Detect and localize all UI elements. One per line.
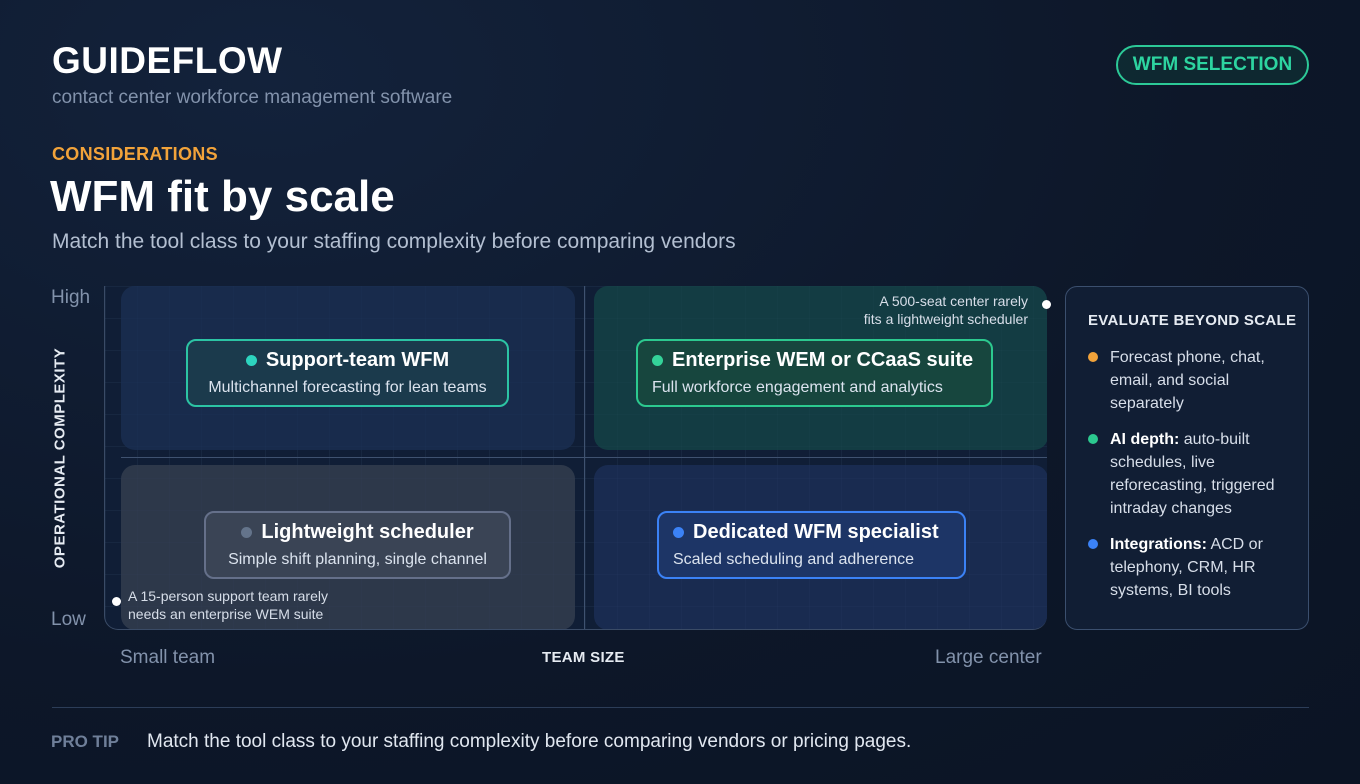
card-enterprise-wem-title: Enterprise WEM or CCaaS suite	[672, 349, 974, 371]
card-lightweight-scheduler-head: Lightweight scheduler	[241, 521, 474, 544]
wfm-selection-badge: WFM SELECTION	[1116, 45, 1309, 85]
card-enterprise-wem: Enterprise WEM or CCaaS suite Full workf…	[636, 339, 993, 407]
card-support-team-wfm: Support-team WFM Multichannel forecastin…	[186, 339, 509, 407]
panel-item-integrations: Integrations: ACD or telephony, CRM, HR …	[1088, 533, 1298, 602]
blue-dot-icon	[673, 527, 684, 538]
orange-dot-icon	[1088, 352, 1098, 362]
annotation-top-right-marker	[1042, 300, 1051, 309]
panel-item-ai-depth: AI depth: auto-built schedules, live ref…	[1088, 428, 1298, 520]
teal-dot-icon	[245, 355, 257, 366]
card-support-team-wfm-head: Support-team WFM	[245, 349, 450, 372]
eyebrow-label: CONSIDERATIONS	[52, 144, 218, 164]
x-axis-left-label: Small team	[120, 647, 216, 668]
annotation-top-right-line2: fits a lightweight scheduler	[863, 311, 1028, 327]
page-subtitle: Match the tool class to your staffing co…	[52, 230, 736, 253]
annotation-bottom-left-line2: needs an enterprise WEM suite	[128, 606, 324, 622]
pro-tip-label: PRO TIP	[51, 732, 120, 751]
panel-item-channels-text: Forecast phone, chat, email, and social …	[1110, 346, 1298, 415]
card-lightweight-scheduler-description: Simple shift planning, single channel	[228, 551, 487, 568]
card-enterprise-wem-description: Full workforce engagement and analytics	[652, 379, 943, 396]
y-axis-high-label: High	[51, 287, 91, 308]
card-lightweight-scheduler-title: Lightweight scheduler	[261, 521, 474, 543]
annotation-bottom-left-marker	[112, 597, 121, 606]
panel-item-integrations-label: Integrations:	[1110, 536, 1207, 553]
card-dedicated-wfm: Dedicated WFM specialist Scaled scheduli…	[657, 511, 966, 579]
card-dedicated-wfm-head: Dedicated WFM specialist	[673, 521, 950, 544]
panel-item-ai-depth-label: AI depth:	[1110, 431, 1180, 448]
evaluate-panel: EVALUATE BEYOND SCALE Forecast phone, ch…	[1065, 286, 1309, 630]
panel-item-integrations-text: Integrations: ACD or telephony, CRM, HR …	[1110, 533, 1298, 602]
brand-subtitle: contact center workforce management soft…	[52, 87, 453, 108]
panel-item-integrations-body: ACD or telephony, CRM, HR systems, BI to…	[1110, 536, 1263, 599]
footer-divider	[52, 707, 1309, 708]
card-support-team-wfm-title: Support-team WFM	[265, 349, 450, 371]
annotation-bottom-left-line1: A 15-person support team rarely	[128, 588, 328, 604]
gray-dot-icon	[241, 527, 253, 538]
panel-item-ai-depth-text: AI depth: auto-built schedules, live ref…	[1110, 428, 1298, 520]
y-axis-title: OPERATIONAL COMPLEXITY	[51, 347, 69, 569]
card-lightweight-scheduler: Lightweight scheduler Simple shift plann…	[204, 511, 511, 579]
evaluate-panel-title: EVALUATE BEYOND SCALE	[1088, 312, 1297, 329]
panel-item-channels: Forecast phone, chat, email, and social …	[1088, 346, 1298, 415]
card-dedicated-wfm-title: Dedicated WFM specialist	[693, 521, 939, 543]
vertical-divider	[584, 286, 585, 629]
brand-logo: GUIDEFLOW	[52, 40, 283, 81]
green-dot-icon	[1088, 434, 1098, 444]
x-axis-right-label: Large center	[935, 647, 1042, 668]
horizontal-divider	[121, 457, 1047, 458]
annotation-bottom-left: A 15-person support team rarely needs an…	[128, 587, 368, 623]
annotation-top-right-line1: A 500-seat center rarely	[879, 293, 1028, 309]
pro-tip-text: Match the tool class to your staffing co…	[147, 731, 912, 752]
card-enterprise-wem-head: Enterprise WEM or CCaaS suite	[652, 349, 977, 372]
y-axis-low-label: Low	[51, 609, 86, 630]
panel-item-ai-depth-body: auto-built schedules, live reforecasting…	[1110, 431, 1275, 517]
panel-item-channels-body: Forecast phone, chat, email, and social …	[1110, 349, 1265, 412]
green-dot-icon	[652, 355, 663, 366]
page-title: WFM fit by scale	[50, 172, 395, 221]
card-support-team-wfm-description: Multichannel forecasting for lean teams	[208, 379, 487, 396]
annotation-top-right: A 500-seat center rarely fits a lightwei…	[826, 292, 1028, 328]
blue-dot-icon	[1088, 539, 1098, 549]
x-axis-title: TEAM SIZE	[542, 649, 625, 666]
card-dedicated-wfm-description: Scaled scheduling and adherence	[673, 551, 915, 568]
